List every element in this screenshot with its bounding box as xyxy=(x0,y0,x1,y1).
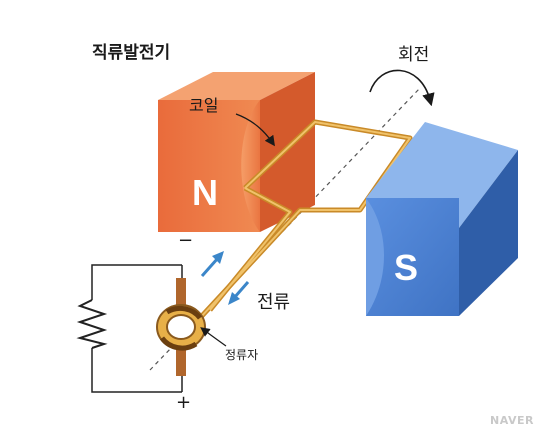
current-label: 전류 xyxy=(257,292,291,313)
resistor xyxy=(76,299,108,349)
plus-terminal-label: + xyxy=(176,392,192,413)
minus-terminal-label: − xyxy=(178,230,194,251)
naver-watermark: NAVER xyxy=(490,414,534,427)
coil-label: 코일 xyxy=(189,96,219,115)
rotation-label: 회전 xyxy=(398,45,430,65)
south-magnet: S xyxy=(366,122,518,316)
commutator-label: 정류자 xyxy=(225,348,259,362)
rotation-arrow xyxy=(369,69,435,107)
commutator-leader-line xyxy=(200,327,227,347)
north-magnet: N xyxy=(158,72,315,232)
coil-leader-line xyxy=(235,113,275,147)
south-pole-letter: S xyxy=(394,247,418,288)
commutator xyxy=(156,278,206,376)
diagram-title: 직류발전기 xyxy=(92,43,171,63)
current-arrow-up xyxy=(200,251,224,277)
north-pole-letter: N xyxy=(192,172,218,213)
current-arrow-down xyxy=(228,281,250,305)
